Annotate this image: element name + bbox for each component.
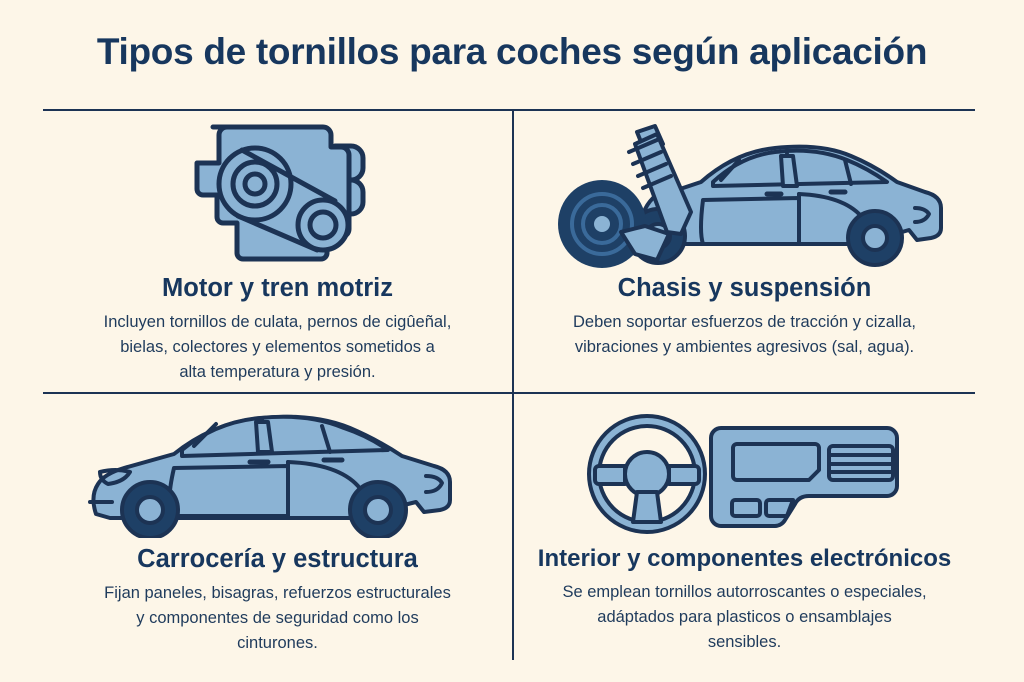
section-body: Fijan paneles, bisagras, refuerzos estru… bbox=[104, 584, 451, 653]
divider-middle bbox=[43, 392, 975, 394]
section-body: Se emplean tornillos autorroscantes o es… bbox=[562, 582, 927, 651]
section-chasis: Chasis y suspensión Deben soportar esfue… bbox=[514, 112, 975, 392]
section-motor: Motor y tren motriz Incluyen tornillos d… bbox=[43, 112, 512, 392]
sedan-car-illustration bbox=[78, 409, 478, 539]
section-heading: Motor y tren motriz bbox=[162, 274, 393, 302]
section-body: Incluyen tornillos de culata, pernos de … bbox=[103, 313, 452, 382]
car-suspension-illustration bbox=[545, 116, 945, 268]
steering-wheel-dashboard-icon bbox=[586, 414, 899, 534]
section-heading: Chasis y suspensión bbox=[617, 274, 872, 302]
engine-block-illustration bbox=[185, 116, 371, 268]
section-interior: Interior y componentes electrónicos Se e… bbox=[514, 395, 975, 663]
section-heading: Carrocería y estructura bbox=[137, 545, 418, 573]
engine-block-icon bbox=[194, 124, 365, 262]
section-body: Deben soportar esfuerzos de tracción y c… bbox=[572, 313, 916, 357]
divider-vertical bbox=[512, 109, 514, 660]
page-title: Tipos de tornillos para coches según apl… bbox=[96, 31, 928, 72]
car-suspension-strut-icon bbox=[557, 124, 943, 268]
interior-dashboard-illustration bbox=[585, 409, 905, 539]
section-carroceria: Carrocería y estructura Fijan paneles, b… bbox=[43, 395, 512, 663]
divider-top bbox=[43, 109, 975, 111]
sedan-car-body-icon bbox=[87, 414, 452, 538]
section-heading: Interior y componentes electrónicos bbox=[537, 545, 952, 572]
